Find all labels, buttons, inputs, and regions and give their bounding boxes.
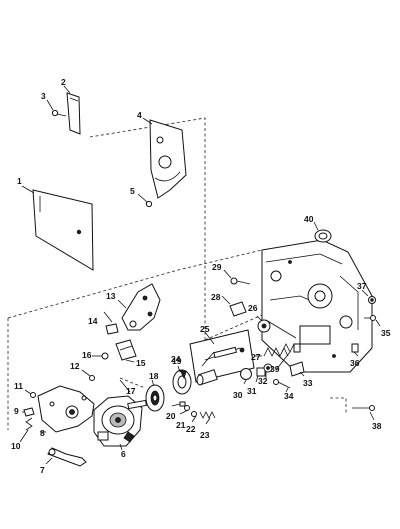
part-1-cover-plate xyxy=(21,185,94,271)
part-13-lever-plate xyxy=(117,283,161,331)
part-6-gear-mechanism xyxy=(93,395,143,447)
label-13: 13 xyxy=(106,291,116,301)
label-40: 40 xyxy=(304,214,314,224)
label-5: 5 xyxy=(130,186,135,196)
part-36-pin xyxy=(351,343,359,353)
part-31-plug xyxy=(256,367,266,377)
label-2: 2 xyxy=(61,77,66,87)
label-20: 20 xyxy=(166,411,176,421)
label-21: 21 xyxy=(176,420,186,430)
label-6: 6 xyxy=(121,449,126,459)
label-12: 12 xyxy=(70,361,80,371)
label-15: 15 xyxy=(136,358,146,368)
part-32-washer xyxy=(263,363,273,373)
label-29: 29 xyxy=(212,262,222,272)
part-10-spring xyxy=(25,417,33,431)
label-1: 1 xyxy=(17,176,22,186)
label-17: 17 xyxy=(126,386,136,396)
label-10: 10 xyxy=(11,441,21,451)
leader-lines xyxy=(19,289,381,465)
part-4-housing-cover xyxy=(142,117,187,199)
label-28: 28 xyxy=(211,292,221,302)
part-19-gear-ring xyxy=(172,369,192,395)
parts-20-23-pin-spring xyxy=(179,401,216,419)
part-26-gear xyxy=(256,315,271,333)
label-30: 30 xyxy=(233,390,243,400)
label-11: 11 xyxy=(14,381,23,391)
part-17-shaft xyxy=(127,399,147,410)
part-2-bracket xyxy=(63,85,81,135)
label-37: 37 xyxy=(357,281,367,291)
part-25-pin-assembly xyxy=(189,329,255,383)
label-22: 22 xyxy=(186,424,196,434)
label-14: 14 xyxy=(88,316,98,326)
label-34: 34 xyxy=(284,391,294,401)
label-38: 38 xyxy=(372,421,382,431)
part-16-washer xyxy=(101,352,109,360)
label-16: 16 xyxy=(82,350,92,360)
part-9-clip xyxy=(23,407,35,417)
label-35: 35 xyxy=(381,328,391,338)
label-32: 32 xyxy=(258,376,268,386)
part-40-washer xyxy=(313,221,332,243)
label-9: 9 xyxy=(14,406,19,416)
label-8: 8 xyxy=(40,428,45,438)
label-33: 33 xyxy=(303,378,313,388)
label-26: 26 xyxy=(248,303,258,313)
label-23: 23 xyxy=(200,430,210,440)
part-24-cylinder xyxy=(196,369,218,386)
label-7: 7 xyxy=(40,465,45,475)
label-36: 36 xyxy=(350,358,360,368)
label-3: 3 xyxy=(41,91,46,101)
part-28-block xyxy=(221,295,247,317)
part-7-handle-lever xyxy=(47,447,87,467)
label-4: 4 xyxy=(137,110,142,120)
label-24: 24 xyxy=(171,354,181,364)
part-8-lever-plate xyxy=(37,385,95,433)
main-housing xyxy=(261,239,373,373)
part-18-disk xyxy=(145,384,165,412)
part-30-ball xyxy=(240,368,252,380)
label-39: 39 xyxy=(270,364,280,374)
part-15-arm xyxy=(115,339,137,361)
label-25: 25 xyxy=(200,324,210,334)
part-38-bolt xyxy=(352,405,375,411)
label-18: 18 xyxy=(149,371,159,381)
part-37-nut xyxy=(368,296,376,304)
label-19: 19 xyxy=(172,356,182,366)
label-27: 27 xyxy=(251,352,261,362)
part-11-screw xyxy=(24,389,36,398)
part-5-screw xyxy=(137,193,153,208)
part-3-screw xyxy=(46,99,67,117)
part-34-screw xyxy=(273,379,291,389)
part-12-screw xyxy=(81,369,95,381)
label-31: 31 xyxy=(247,386,257,396)
part-labels: 1 2 3 4 5 6 7 8 9 10 11 12 13 14 15 16 1… xyxy=(11,77,391,475)
part-35-screw xyxy=(364,315,376,321)
part-14-block xyxy=(105,323,119,335)
part-29-bolt xyxy=(223,269,251,285)
